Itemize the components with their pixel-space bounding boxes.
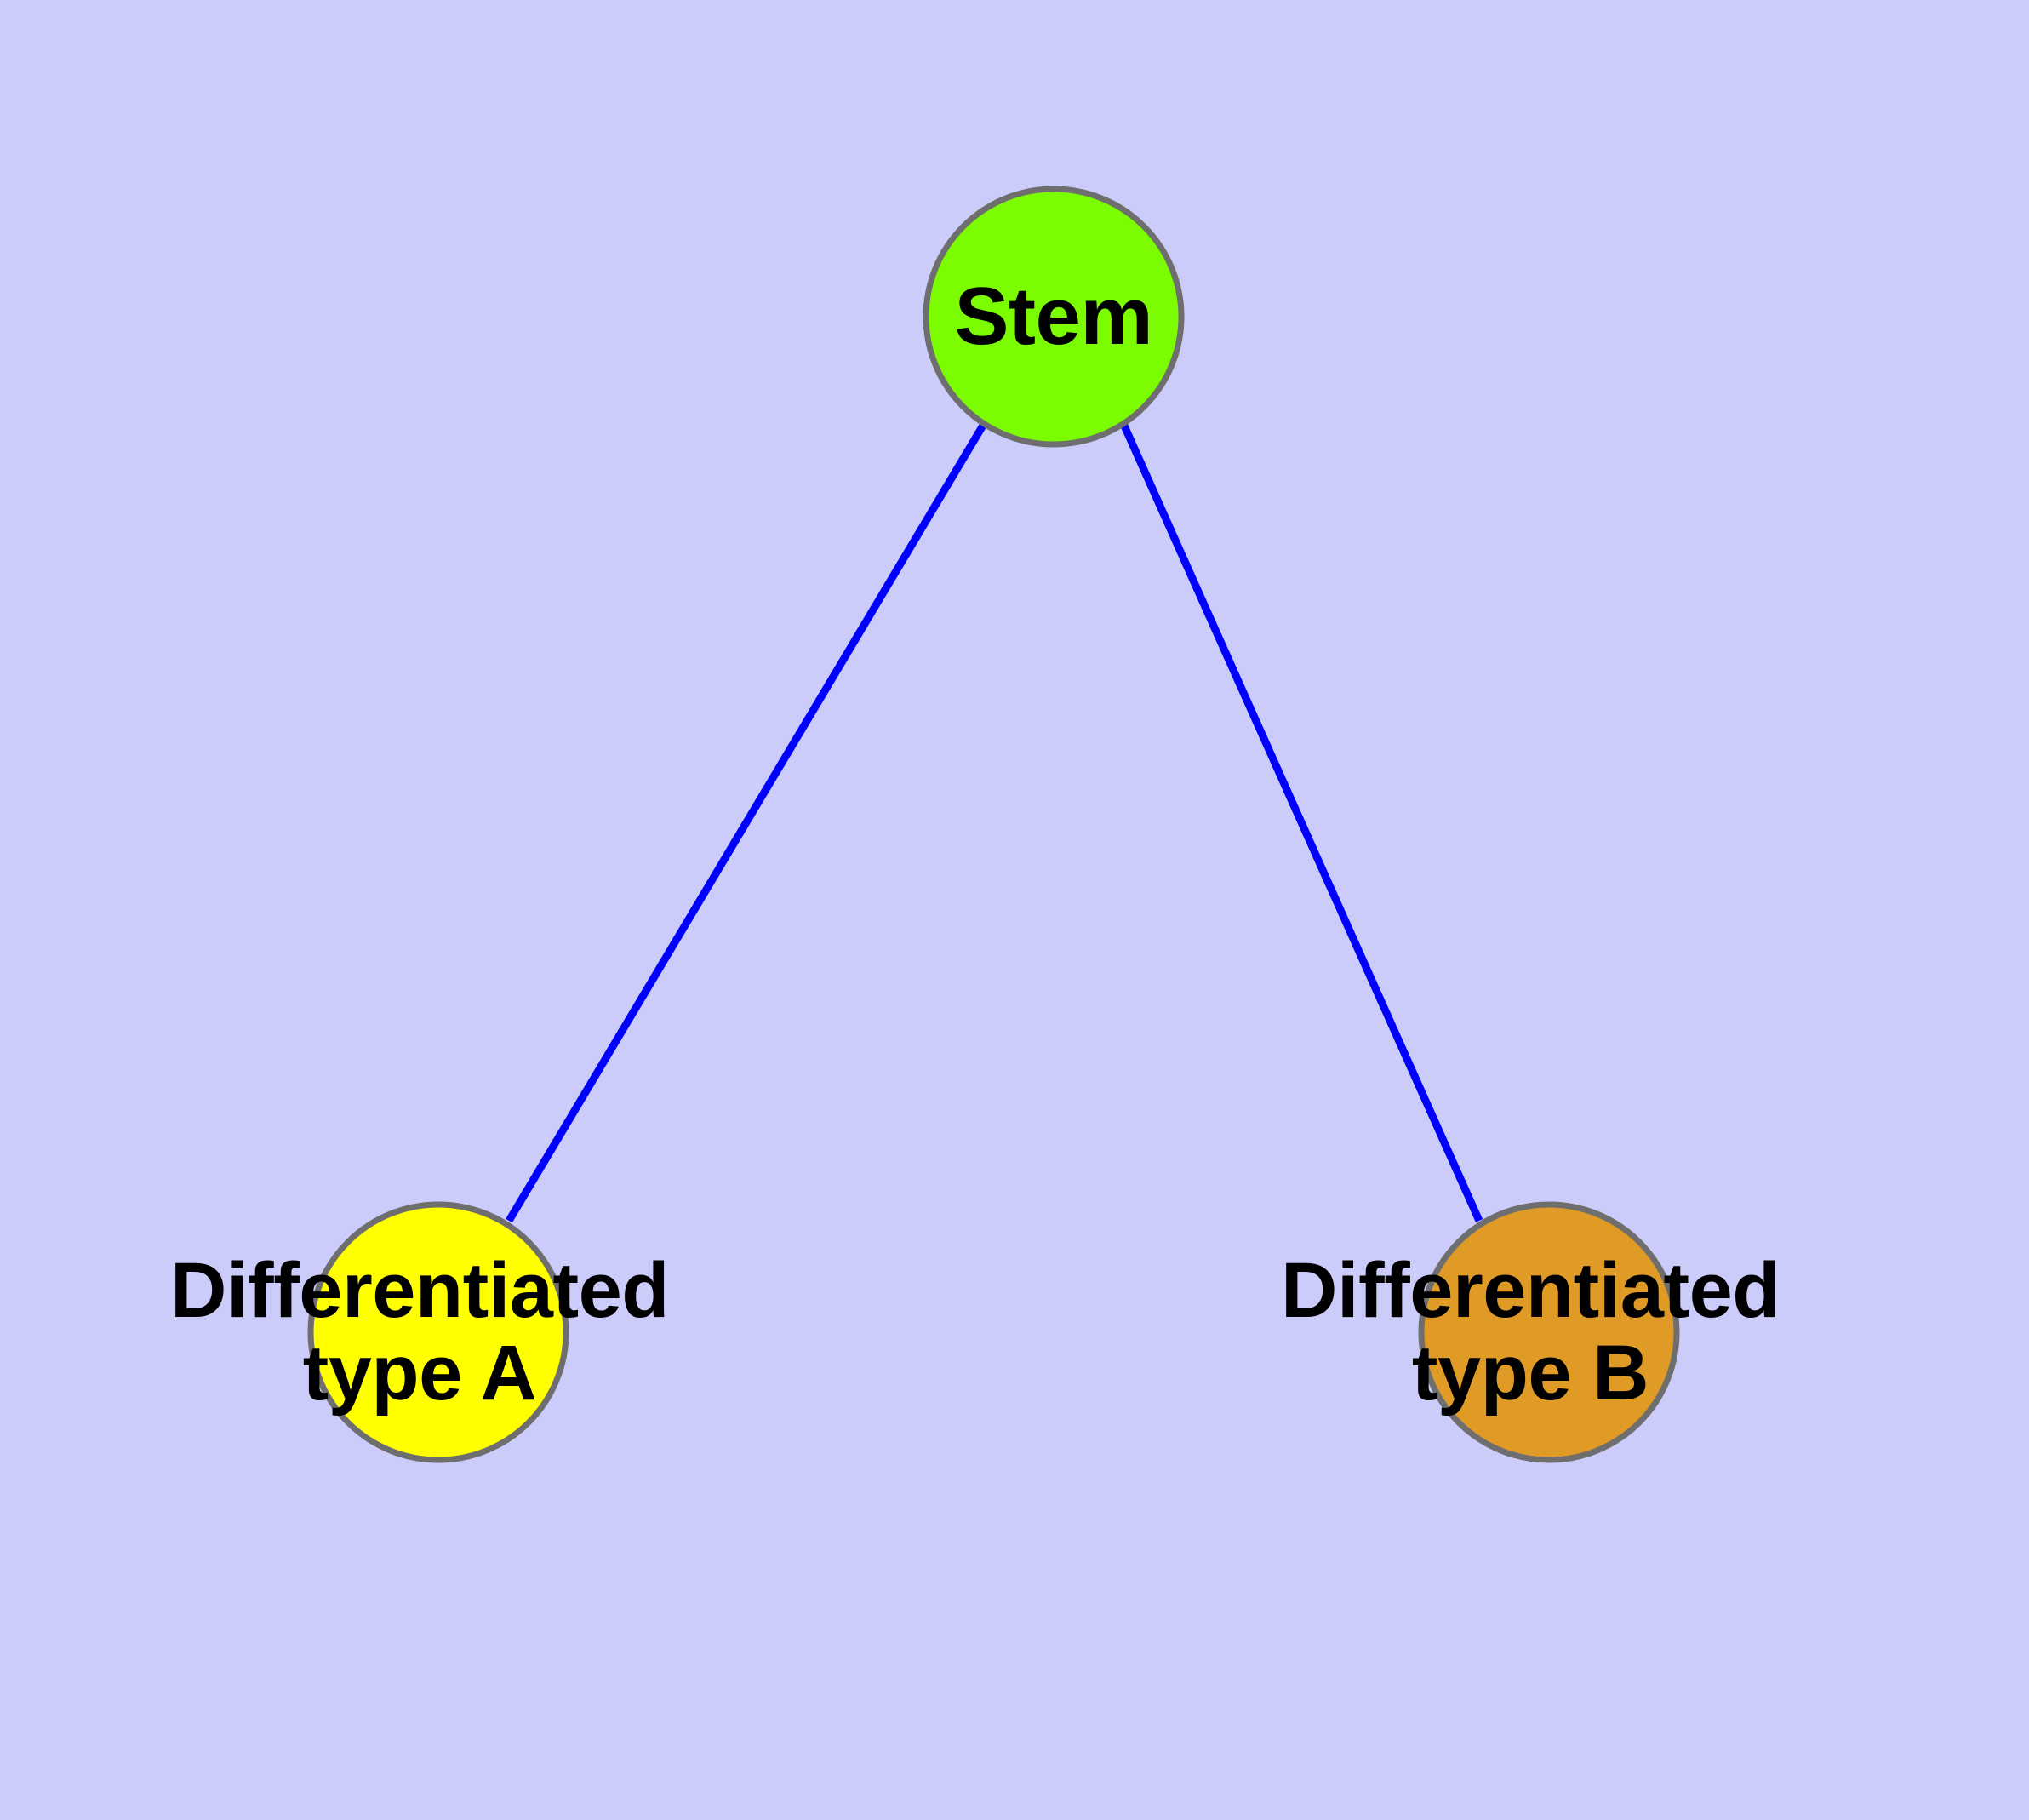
nodes-group xyxy=(307,186,1680,1463)
edges-group xyxy=(506,421,1483,1223)
edge-stem-diff-a[interactable] xyxy=(506,421,987,1223)
node-diff_a[interactable] xyxy=(307,1201,569,1463)
node-diff_b[interactable] xyxy=(1418,1201,1680,1463)
edge-stem-diff-b[interactable] xyxy=(1119,422,1483,1222)
node-stem[interactable] xyxy=(923,186,1185,448)
